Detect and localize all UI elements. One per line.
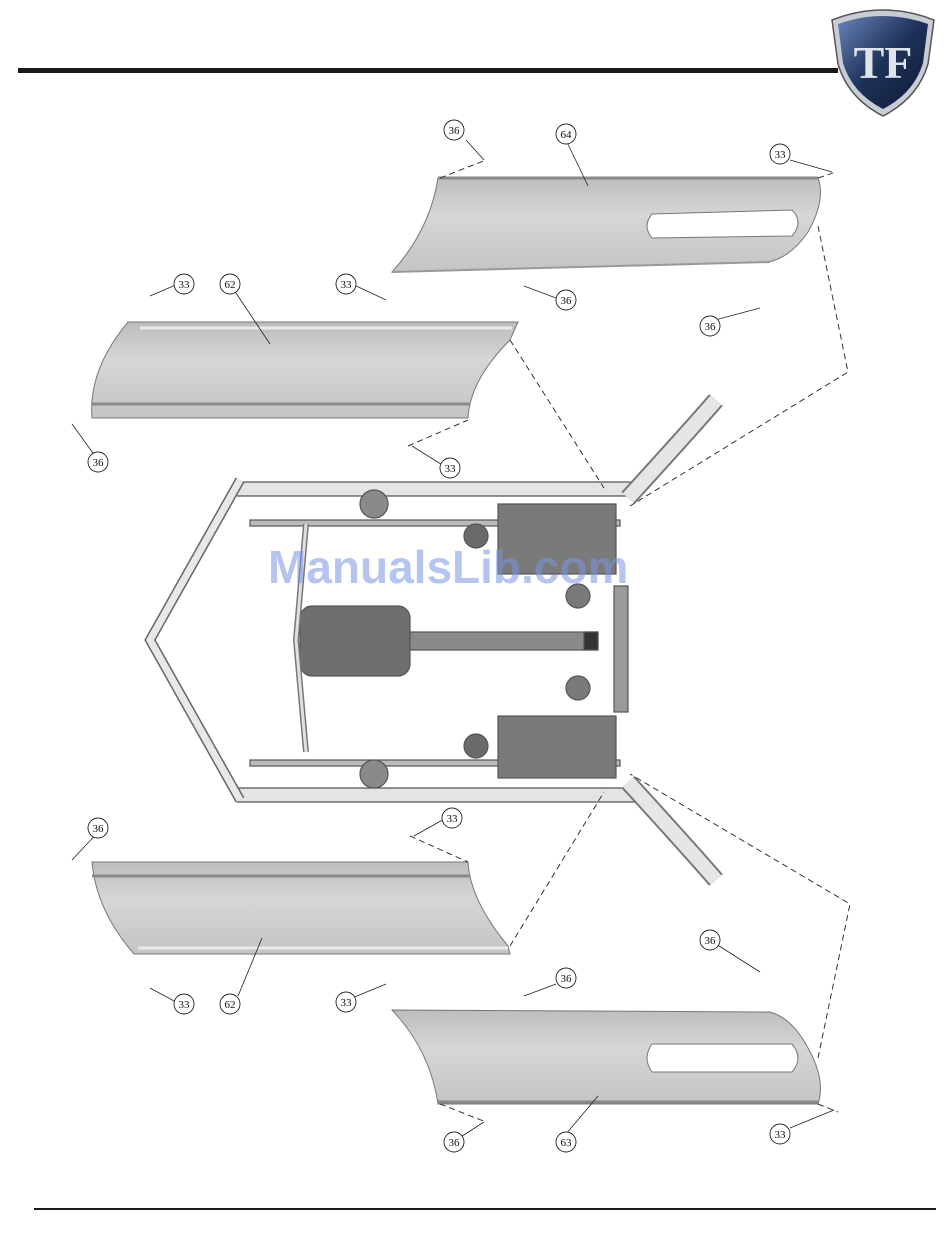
- shroud-panel-64: [392, 178, 820, 272]
- svg-text:33: 33: [341, 997, 353, 1009]
- frame-assembly: [150, 400, 716, 880]
- callout-36: 36: [700, 930, 720, 950]
- svg-text:62: 62: [225, 999, 236, 1011]
- callout-33: 33: [770, 1124, 790, 1144]
- svg-text:33: 33: [179, 999, 191, 1011]
- callout-62: 62: [220, 994, 240, 1014]
- svg-text:33: 33: [447, 813, 459, 825]
- shroud-panel-62-lower: [92, 862, 510, 954]
- svg-text:36: 36: [93, 457, 105, 469]
- svg-text:62: 62: [225, 279, 236, 291]
- svg-text:36: 36: [561, 973, 573, 985]
- svg-text:63: 63: [561, 1137, 573, 1149]
- svg-text:33: 33: [445, 463, 457, 475]
- shroud-panel-62-upper: [92, 322, 518, 418]
- callout-63: 63: [556, 1132, 576, 1152]
- svg-text:36: 36: [705, 935, 717, 947]
- callout-33: 33: [174, 274, 194, 294]
- svg-text:36: 36: [93, 823, 105, 835]
- callout-36: 36: [556, 290, 576, 310]
- svg-text:33: 33: [775, 1129, 787, 1141]
- callout-36: 36: [700, 316, 720, 336]
- svg-text:64: 64: [561, 129, 573, 141]
- callout-33: 33: [770, 144, 790, 164]
- callout-33: 33: [440, 458, 460, 478]
- shroud-panel-63: [392, 1010, 820, 1104]
- callout-36: 36: [88, 452, 108, 472]
- callout-36: 36: [88, 818, 108, 838]
- svg-text:33: 33: [341, 279, 353, 291]
- svg-text:33: 33: [179, 279, 191, 291]
- callout-33: 33: [174, 994, 194, 1014]
- callout-36: 36: [556, 968, 576, 988]
- callout-33: 33: [336, 992, 356, 1012]
- callout-62: 62: [220, 274, 240, 294]
- callout-36: 36: [444, 120, 464, 140]
- svg-text:33: 33: [775, 149, 787, 161]
- callout-36: 36: [444, 1132, 464, 1152]
- callout-33: 33: [442, 808, 462, 828]
- svg-text:36: 36: [705, 321, 717, 333]
- svg-text:36: 36: [561, 295, 573, 307]
- svg-text:36: 36: [449, 1137, 461, 1149]
- watermark: ManualsLib.com: [268, 540, 628, 594]
- svg-text:36: 36: [449, 125, 461, 137]
- callout-64: 64: [556, 124, 576, 144]
- callout-33: 33: [336, 274, 356, 294]
